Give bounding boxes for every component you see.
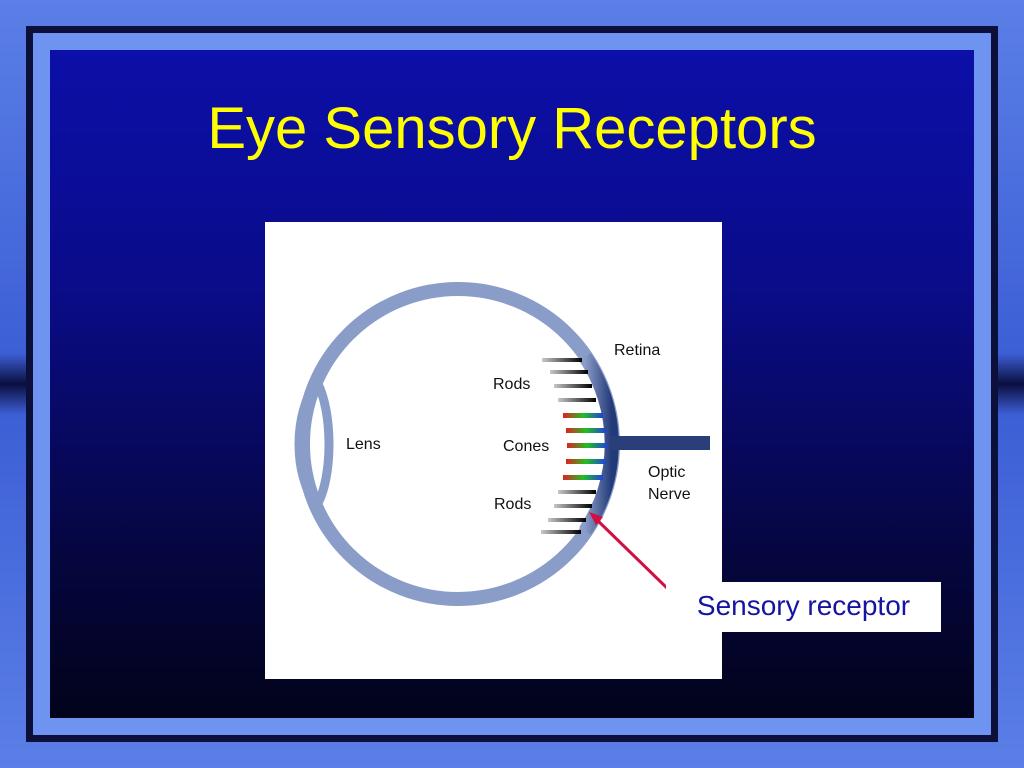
optic-nerve [610, 436, 710, 450]
rods-top-group [542, 358, 596, 402]
label-rods-bottom: Rods [494, 496, 531, 513]
label-optic: Optic [648, 464, 685, 481]
rods-bottom-group [541, 490, 596, 534]
label-rods-top: Rods [493, 376, 530, 393]
callout-arrow-head [589, 512, 603, 525]
cone-cell [563, 475, 603, 480]
label-cones: Cones [503, 438, 549, 455]
cone-cell [567, 443, 607, 448]
sensory-receptor-callout: Sensory receptor [666, 582, 941, 632]
label-retina: Retina [614, 342, 660, 359]
rod-cell [541, 530, 581, 534]
callout-arrow-line [593, 516, 669, 590]
rod-cell [542, 358, 582, 362]
cone-cell [566, 428, 606, 433]
eye-diagram: Retina Rods Lens Cones Optic Nerve Rods [265, 222, 722, 679]
rod-cell [554, 384, 592, 388]
rod-cell [548, 518, 586, 522]
label-nerve: Nerve [648, 486, 691, 503]
rod-cell [558, 398, 596, 402]
rod-cell [554, 504, 592, 508]
label-lens: Lens [346, 436, 381, 453]
lens [294, 373, 334, 513]
slide-title: Eye Sensory Receptors [207, 96, 817, 161]
cone-cell [563, 413, 603, 418]
cones-group [563, 413, 607, 480]
rod-cell [558, 490, 596, 494]
callout-text: Sensory receptor [696, 590, 911, 621]
cone-cell [566, 459, 606, 464]
eye-diagram-svg: Retina Rods Lens Cones Optic Nerve Rods [294, 282, 710, 606]
rod-cell [550, 370, 588, 374]
